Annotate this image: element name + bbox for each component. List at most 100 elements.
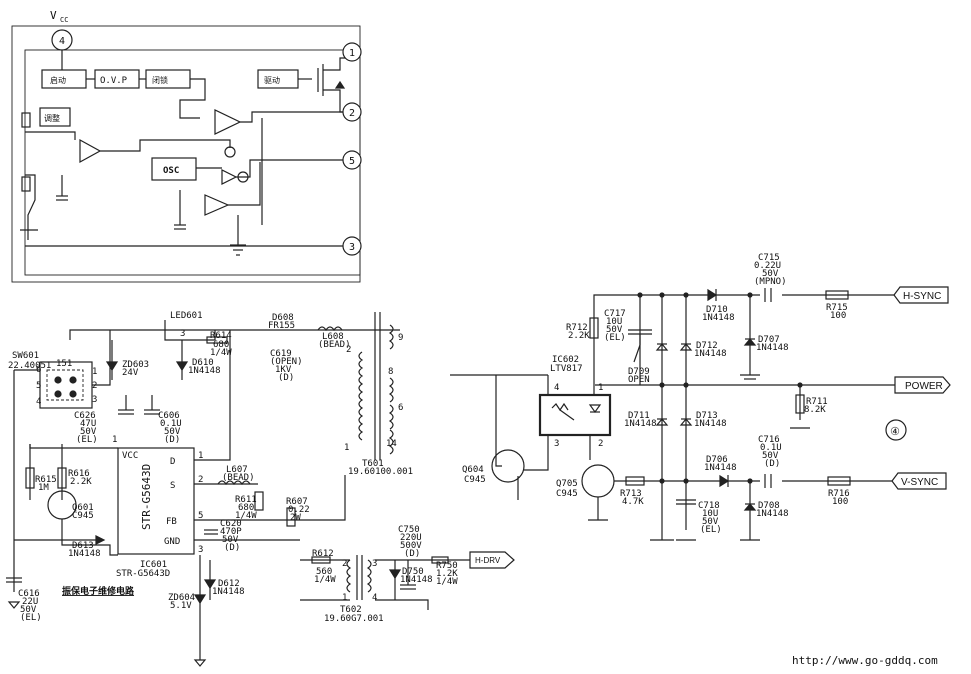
label-zd604-v: 5.1V (170, 601, 192, 611)
label-r614-val: 680 (213, 340, 229, 350)
label-c616-v: 50V (20, 605, 37, 615)
label-d711-part: 1N4148 (624, 419, 657, 429)
label-ic-gnd: GND (164, 537, 180, 547)
label-q601-part: C945 (72, 511, 94, 521)
label-t601-part: 19.60100.001 (348, 467, 413, 477)
t601-pin-8: 8 (388, 367, 393, 377)
label-c715-type: (MPNO) (754, 277, 787, 287)
label-ic601-part: STR-G5643D (116, 569, 170, 579)
label-r616-val: 2.2K (70, 477, 92, 487)
label-c717: C717 (604, 309, 626, 319)
label-d712-part: 1N4148 (694, 349, 727, 359)
sw-pin-3: 3 (92, 395, 97, 405)
t602-pin-1: 1 (342, 593, 347, 603)
label-c716: C716 (758, 435, 780, 445)
sw-pin-4: 4 (36, 397, 41, 407)
label-d613-part: 1N4148 (68, 549, 101, 559)
label-d608: D608 (272, 313, 294, 323)
label-d608-part: FR155 (268, 321, 295, 331)
label-d707-part: 1N4148 (756, 343, 789, 353)
label-c715-v: 50V (762, 269, 779, 279)
t602-pin-2: 2 (342, 559, 347, 569)
label-c716-d: (D) (764, 459, 780, 469)
label-c620: C620 (220, 519, 242, 529)
block-regulator: 调整 (44, 113, 60, 123)
t601-pin-2: 2 (346, 345, 351, 355)
label-c616: C616 (18, 589, 40, 599)
label-r711: R711 (806, 397, 828, 407)
power-labels: SW601 22.40051 151 LED601 ZD603 24V R614… (8, 311, 501, 624)
label-r713-val: 4.7K (622, 497, 644, 507)
label-c718: C718 (698, 501, 720, 511)
label-c606-d: (D) (164, 435, 180, 445)
label-r607-val: 0.22 (288, 505, 310, 515)
label-l607: L607 (226, 465, 248, 475)
label-d750-part: 1N4148 (400, 575, 433, 585)
sync-interface-schematic (450, 286, 951, 541)
label-c620-cap: 470P (220, 527, 242, 537)
power-note: 振保电子维修电路 (62, 585, 135, 597)
label-zd603-v: 24V (122, 368, 139, 378)
label-c717-v: 50V (606, 325, 623, 335)
vcc-subscript: CC (60, 16, 68, 24)
label-c619: C619 (270, 349, 292, 359)
label-c718-el: (EL) (700, 525, 722, 535)
label-d706-part: 1N4148 (704, 463, 737, 473)
label-ic-body: STR-G5643D (140, 464, 153, 530)
label-d613: D613 (72, 541, 94, 551)
label-r750-val: 1.2K (436, 569, 458, 579)
sw-pin-2: 2 (92, 381, 97, 391)
port-h-sync: H-SYNC (903, 291, 941, 302)
label-c717-cap: 10U (606, 317, 622, 327)
block-driver: 驱动 (264, 75, 280, 85)
sw-pin-5: 5 (36, 381, 41, 391)
label-c619-open: (OPEN) (270, 357, 303, 367)
label-c619-d: (D) (278, 373, 294, 383)
label-r716: R716 (828, 489, 850, 499)
label-ic-vcc: VCC (122, 451, 138, 461)
label-sw601: SW601 (12, 351, 39, 361)
label-d706: D706 (706, 455, 728, 465)
label-c626: C626 (74, 411, 96, 421)
label-ic-d: D (170, 457, 175, 467)
label-r615: R615 (35, 475, 57, 485)
label-r711-val: 8.2K (804, 405, 826, 415)
circled-number: ④ (890, 425, 900, 438)
label-c620-v: 50V (222, 535, 239, 545)
block-pin-5: 5 (349, 156, 355, 167)
sync-labels: C715 0.22U 50V (MPNO) R715 100 D710 1N41… (462, 253, 943, 535)
label-r611-val: 680 (238, 503, 254, 513)
label-r715-val: 100 (830, 311, 846, 321)
label-d612-part: 1N4148 (212, 587, 245, 597)
led-pin-3: 3 (180, 329, 185, 339)
block-pin-1: 1 (349, 48, 355, 59)
label-c606-cap: 0.1U (160, 419, 182, 429)
ic-pin-2: 2 (198, 475, 203, 485)
label-c718-cap: 10U (702, 509, 718, 519)
label-led601: LED601 (170, 311, 203, 321)
label-d610: D610 (192, 358, 214, 368)
t601-pin-14: 14 (386, 439, 397, 449)
label-q604-part: C945 (464, 475, 486, 485)
block-startup: 启动 (50, 75, 66, 85)
label-151: 151 (56, 359, 72, 369)
label-r712-val: 2.2K (568, 331, 590, 341)
label-d750: D750 (402, 567, 424, 577)
label-d709: D709 (628, 367, 650, 377)
label-c750-cap: 220U (400, 533, 422, 543)
sw-pin-1: 1 (92, 367, 97, 377)
ic-pin-1: 1 (198, 451, 203, 461)
label-r712: R712 (566, 323, 588, 333)
label-c750-v: 500V (400, 541, 422, 551)
label-t602: T602 (340, 605, 362, 615)
t601-pin-9: 9 (398, 333, 403, 343)
label-c616-cap: 22U (22, 597, 38, 607)
vcc-label: V (50, 9, 57, 22)
label-ic602-part: LTV817 (550, 364, 583, 374)
label-c606-v: 50V (164, 427, 181, 437)
label-c716-cap: 0.1U (760, 443, 782, 453)
label-r750: R750 (436, 561, 458, 571)
label-c750-d: (D) (404, 549, 420, 559)
label-d708-part: 1N4148 (756, 509, 789, 519)
